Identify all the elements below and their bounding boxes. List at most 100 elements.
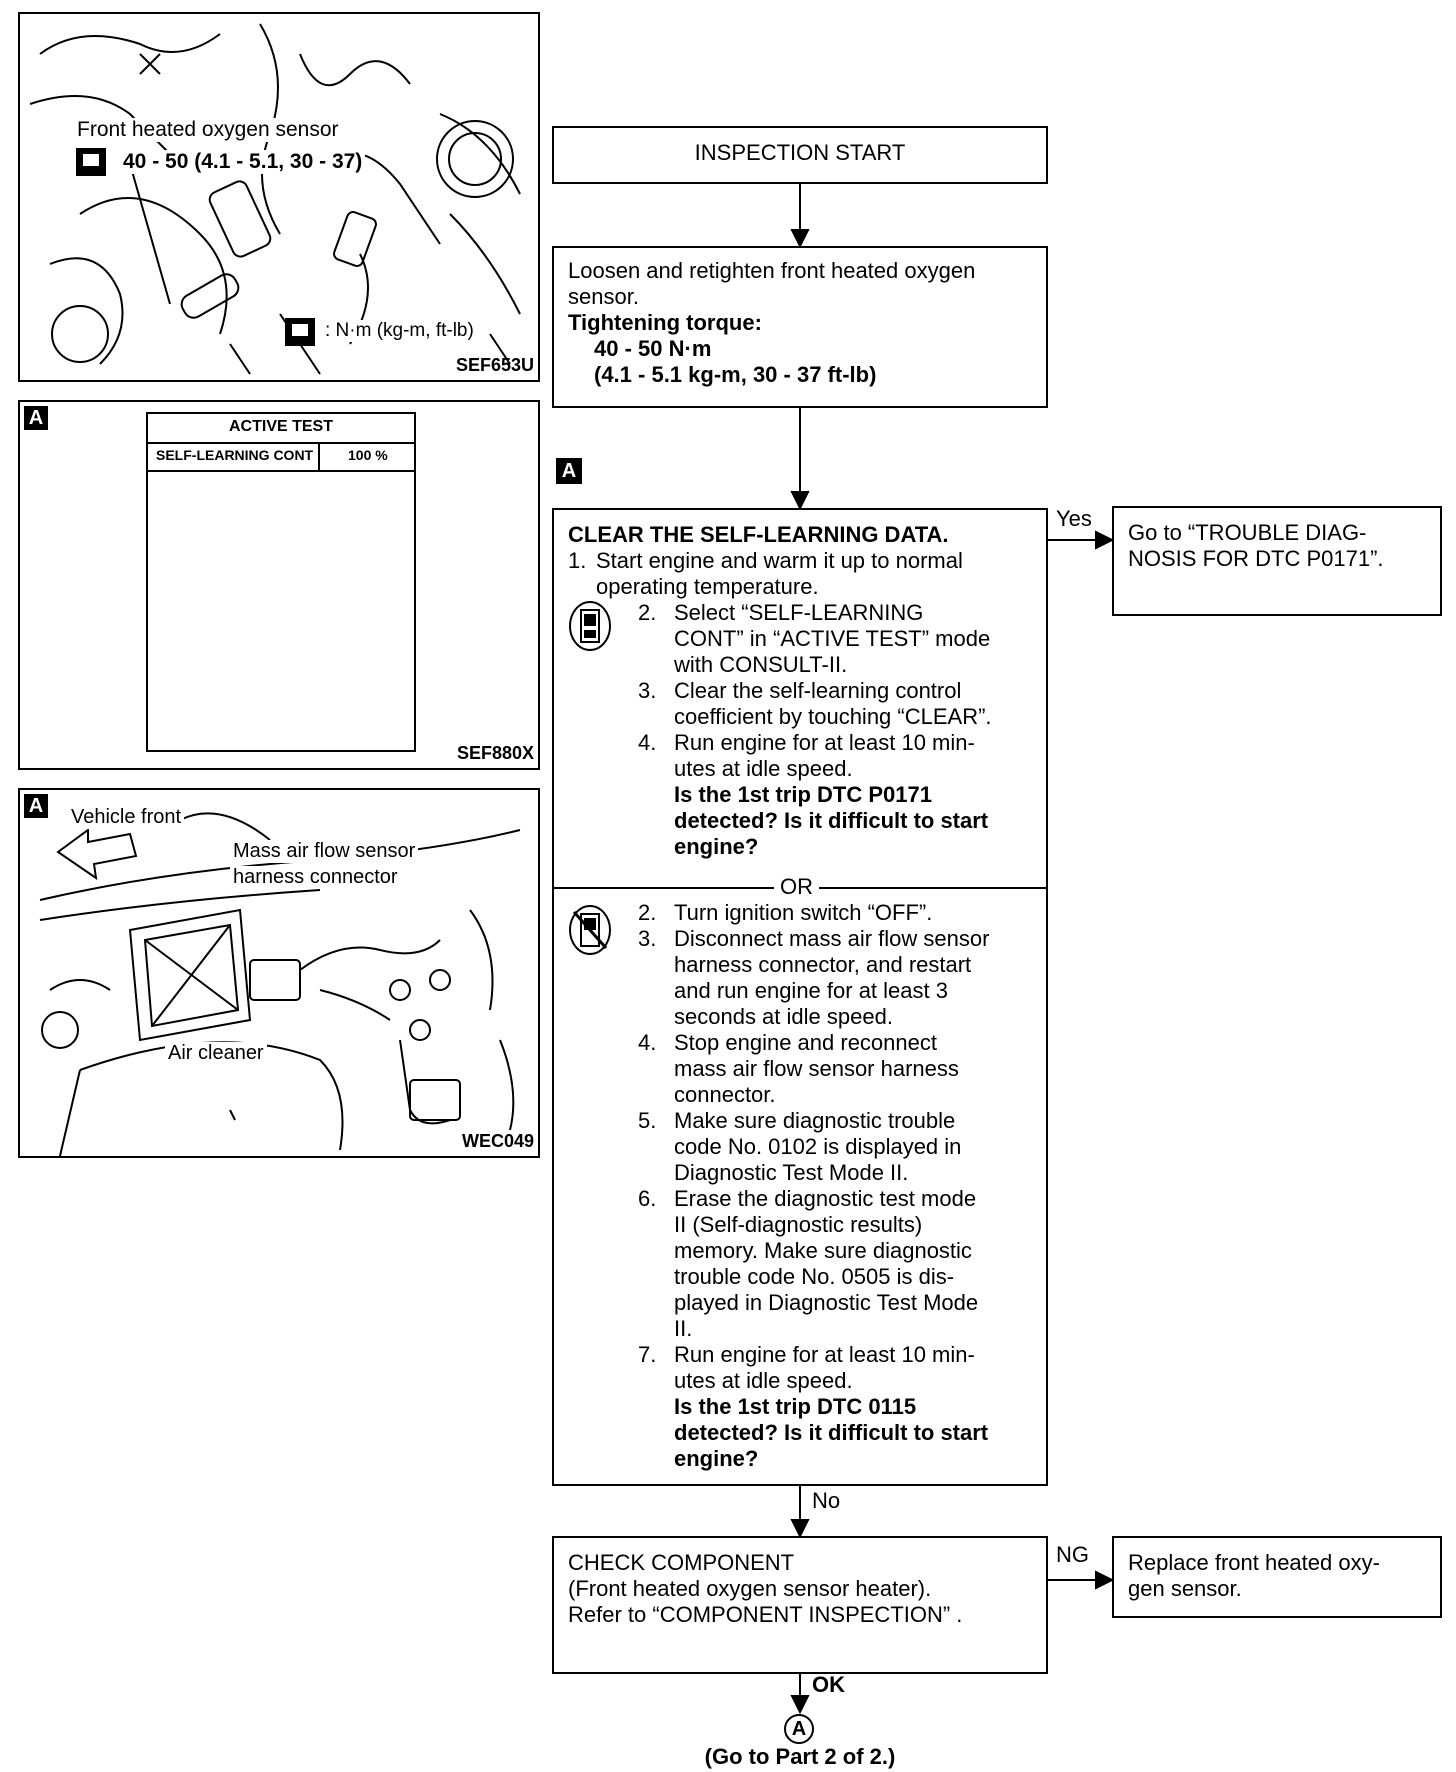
step-text-line: coefficient by touching “CLEAR”. xyxy=(674,704,992,729)
step-text-line: Disconnect mass air flow sensor xyxy=(674,926,990,951)
retighten-box: Loosen and retighten front heated oxygen… xyxy=(552,246,1048,408)
vehicle-front-arrow-icon xyxy=(56,828,138,881)
step-text-line: Diagnostic Test Mode II. xyxy=(674,1160,909,1185)
step-text-line: Make sure diagnostic trouble xyxy=(674,1108,956,1133)
question-line: Is the 1st trip DTC 0115 xyxy=(674,1394,917,1419)
tag-a-icon: A xyxy=(24,794,48,818)
step-text-line: Run engine for at least 10 min- xyxy=(674,1342,975,1367)
or-label: OR xyxy=(774,874,819,900)
question-line: detected? Is it difficult to start xyxy=(674,808,989,833)
retighten-line2: sensor. xyxy=(568,284,639,309)
step-text-line: and run engine for at least 3 xyxy=(674,978,948,1003)
question-line: engine? xyxy=(674,834,759,859)
step-text-line: utes at idle speed. xyxy=(674,1368,853,1393)
step-text-line: Run engine for at least 10 min- xyxy=(674,730,975,755)
figure-oxygen-sensor: Front heated oxygen sensor 40 - 50 (4.1 … xyxy=(18,12,540,382)
connector-a-icon: A xyxy=(784,1714,814,1744)
step-number: 4. xyxy=(638,1030,657,1055)
no-tools-icon xyxy=(569,905,611,955)
step-text-line: II (Self-diagnostic results) xyxy=(674,1212,923,1237)
step-number: 2. xyxy=(638,600,657,625)
check-line3: Refer to “COMPONENT INSPECTION” . xyxy=(568,1602,963,1627)
check-line1: CHECK COMPONENT xyxy=(568,1550,795,1575)
clear-title: CLEAR THE SELF-LEARNING DATA. xyxy=(568,522,949,547)
step-text-line: played in Diagnostic Test Mode xyxy=(674,1290,979,1315)
active-test-screen: ACTIVE TEST SELF-LEARNING CONT 100 % xyxy=(146,412,416,752)
active-test-row-label: SELF-LEARNING CONT xyxy=(156,447,314,463)
step-text-line: mass air flow sensor harness xyxy=(674,1056,959,1081)
clear-self-learning-box: CLEAR THE SELF-LEARNING DATA. 1. Start e… xyxy=(552,508,1048,1486)
tag-a-icon: A xyxy=(24,406,48,430)
step-text-line: seconds at idle speed. xyxy=(674,1004,893,1029)
step-text-line: with CONSULT-II. xyxy=(674,652,848,677)
step1-number: 1. xyxy=(568,548,587,573)
label-maf-line2: harness connector xyxy=(230,866,401,889)
engine-sketch-illustration xyxy=(29,23,521,375)
figure-code: WEC049 xyxy=(461,1131,534,1151)
step-number: 4. xyxy=(638,730,657,755)
step-number: 2. xyxy=(638,900,657,925)
ok-label: OK xyxy=(812,1672,845,1697)
figure-code: SEF880X xyxy=(456,743,534,763)
goto-line1: Go to “TROUBLE DIAG- xyxy=(1128,520,1367,545)
step1-line1: Start engine and warm it up to normal xyxy=(596,548,963,573)
step-number: 3. xyxy=(638,678,657,703)
or-divider: OR xyxy=(554,874,1046,900)
figure-code: SEF653U xyxy=(455,355,534,375)
step-text-line: II. xyxy=(674,1316,693,1341)
engine-bay-sketch-illustration xyxy=(39,812,521,1156)
question-line: engine? xyxy=(674,1446,759,1471)
no-label: No xyxy=(812,1488,841,1513)
label-torque-value: 40 - 50 (4.1 - 5.1, 30 - 37) xyxy=(120,150,366,174)
label-maf-line1: Mass air flow sensor xyxy=(230,840,419,863)
inspection-start-box: INSPECTION START xyxy=(552,126,1048,184)
question-line: detected? Is it difficult to start xyxy=(674,1420,989,1445)
step-number: 6. xyxy=(638,1186,657,1211)
step-text-line: Select “SELF-LEARNING xyxy=(674,600,924,625)
check-component-box: CHECK COMPONENT (Front heated oxygen sen… xyxy=(552,1536,1048,1674)
inspection-start-label: INSPECTION START xyxy=(694,140,906,165)
retighten-line1: Loosen and retighten front heated oxygen xyxy=(568,258,976,283)
step-text-line: memory. Make sure diagnostic xyxy=(674,1238,972,1263)
question-line: Is the 1st trip DTC P0171 xyxy=(674,782,932,807)
step-text-line: Stop engine and reconnect xyxy=(674,1030,937,1055)
replace-line1: Replace front heated oxy- xyxy=(1128,1550,1380,1575)
ng-label: NG xyxy=(1056,1542,1089,1567)
torque-line1: 40 - 50 N·m xyxy=(594,336,712,361)
check-line2: (Front heated oxygen sensor heater). xyxy=(568,1576,932,1601)
active-test-header: ACTIVE TEST xyxy=(228,418,333,435)
connector-a-label: A xyxy=(791,1718,807,1740)
consult-tester-icon xyxy=(569,601,611,651)
label-air-cleaner: Air cleaner xyxy=(165,1042,267,1065)
goto-line2: NOSIS FOR DTC P0171”. xyxy=(1128,546,1384,571)
active-test-row-value: 100 % xyxy=(348,447,388,463)
torque-title: Tightening torque: xyxy=(568,310,762,335)
step-number: 3. xyxy=(638,926,657,951)
step1-line2: operating temperature. xyxy=(596,574,819,599)
figure-active-test: A ACTIVE TEST SELF-LEARNING CONT 100 % S… xyxy=(18,400,540,770)
step-text-line: trouble code No. 0505 is dis- xyxy=(674,1264,955,1289)
label-front-oxygen-sensor: Front heated oxygen sensor xyxy=(74,118,342,142)
step-text-line: CONT” in “ACTIVE TEST” mode xyxy=(674,626,991,651)
figure-maf-connector: A Vehicle front Mass air flow sensor har… xyxy=(18,788,540,1158)
replace-line2: gen sensor. xyxy=(1128,1576,1242,1601)
goto-trouble-diagnosis-box: Go to “TROUBLE DIAG- NOSIS FOR DTC P0171… xyxy=(1112,506,1442,616)
step-number: 5. xyxy=(638,1108,657,1133)
step-text-line: Turn ignition switch “OFF”. xyxy=(674,900,933,925)
step-text-line: Erase the diagnostic test mode xyxy=(674,1186,977,1211)
torque-line2: (4.1 - 5.1 kg-m, 30 - 37 ft-lb) xyxy=(594,362,877,387)
step-number: 7. xyxy=(638,1342,657,1367)
step-text-line: code No. 0102 is displayed in xyxy=(674,1134,962,1159)
step-text-line: Clear the self-learning control xyxy=(674,678,962,703)
label-unit-legend: : N·m (kg-m, ft-lb) xyxy=(322,320,477,342)
step-text-line: harness connector, and restart xyxy=(674,952,972,977)
label-vehicle-front: Vehicle front xyxy=(68,806,185,829)
step-text-line: connector. xyxy=(674,1082,776,1107)
replace-sensor-box: Replace front heated oxy- gen sensor. xyxy=(1112,1536,1442,1618)
yes-label: Yes xyxy=(1056,506,1092,531)
step-text-line: utes at idle speed. xyxy=(674,756,853,781)
tag-a-icon: A xyxy=(556,458,582,484)
go-to-part2-label: (Go to Part 2 of 2.) xyxy=(704,1744,896,1769)
torque-wrench-icon xyxy=(76,148,315,346)
